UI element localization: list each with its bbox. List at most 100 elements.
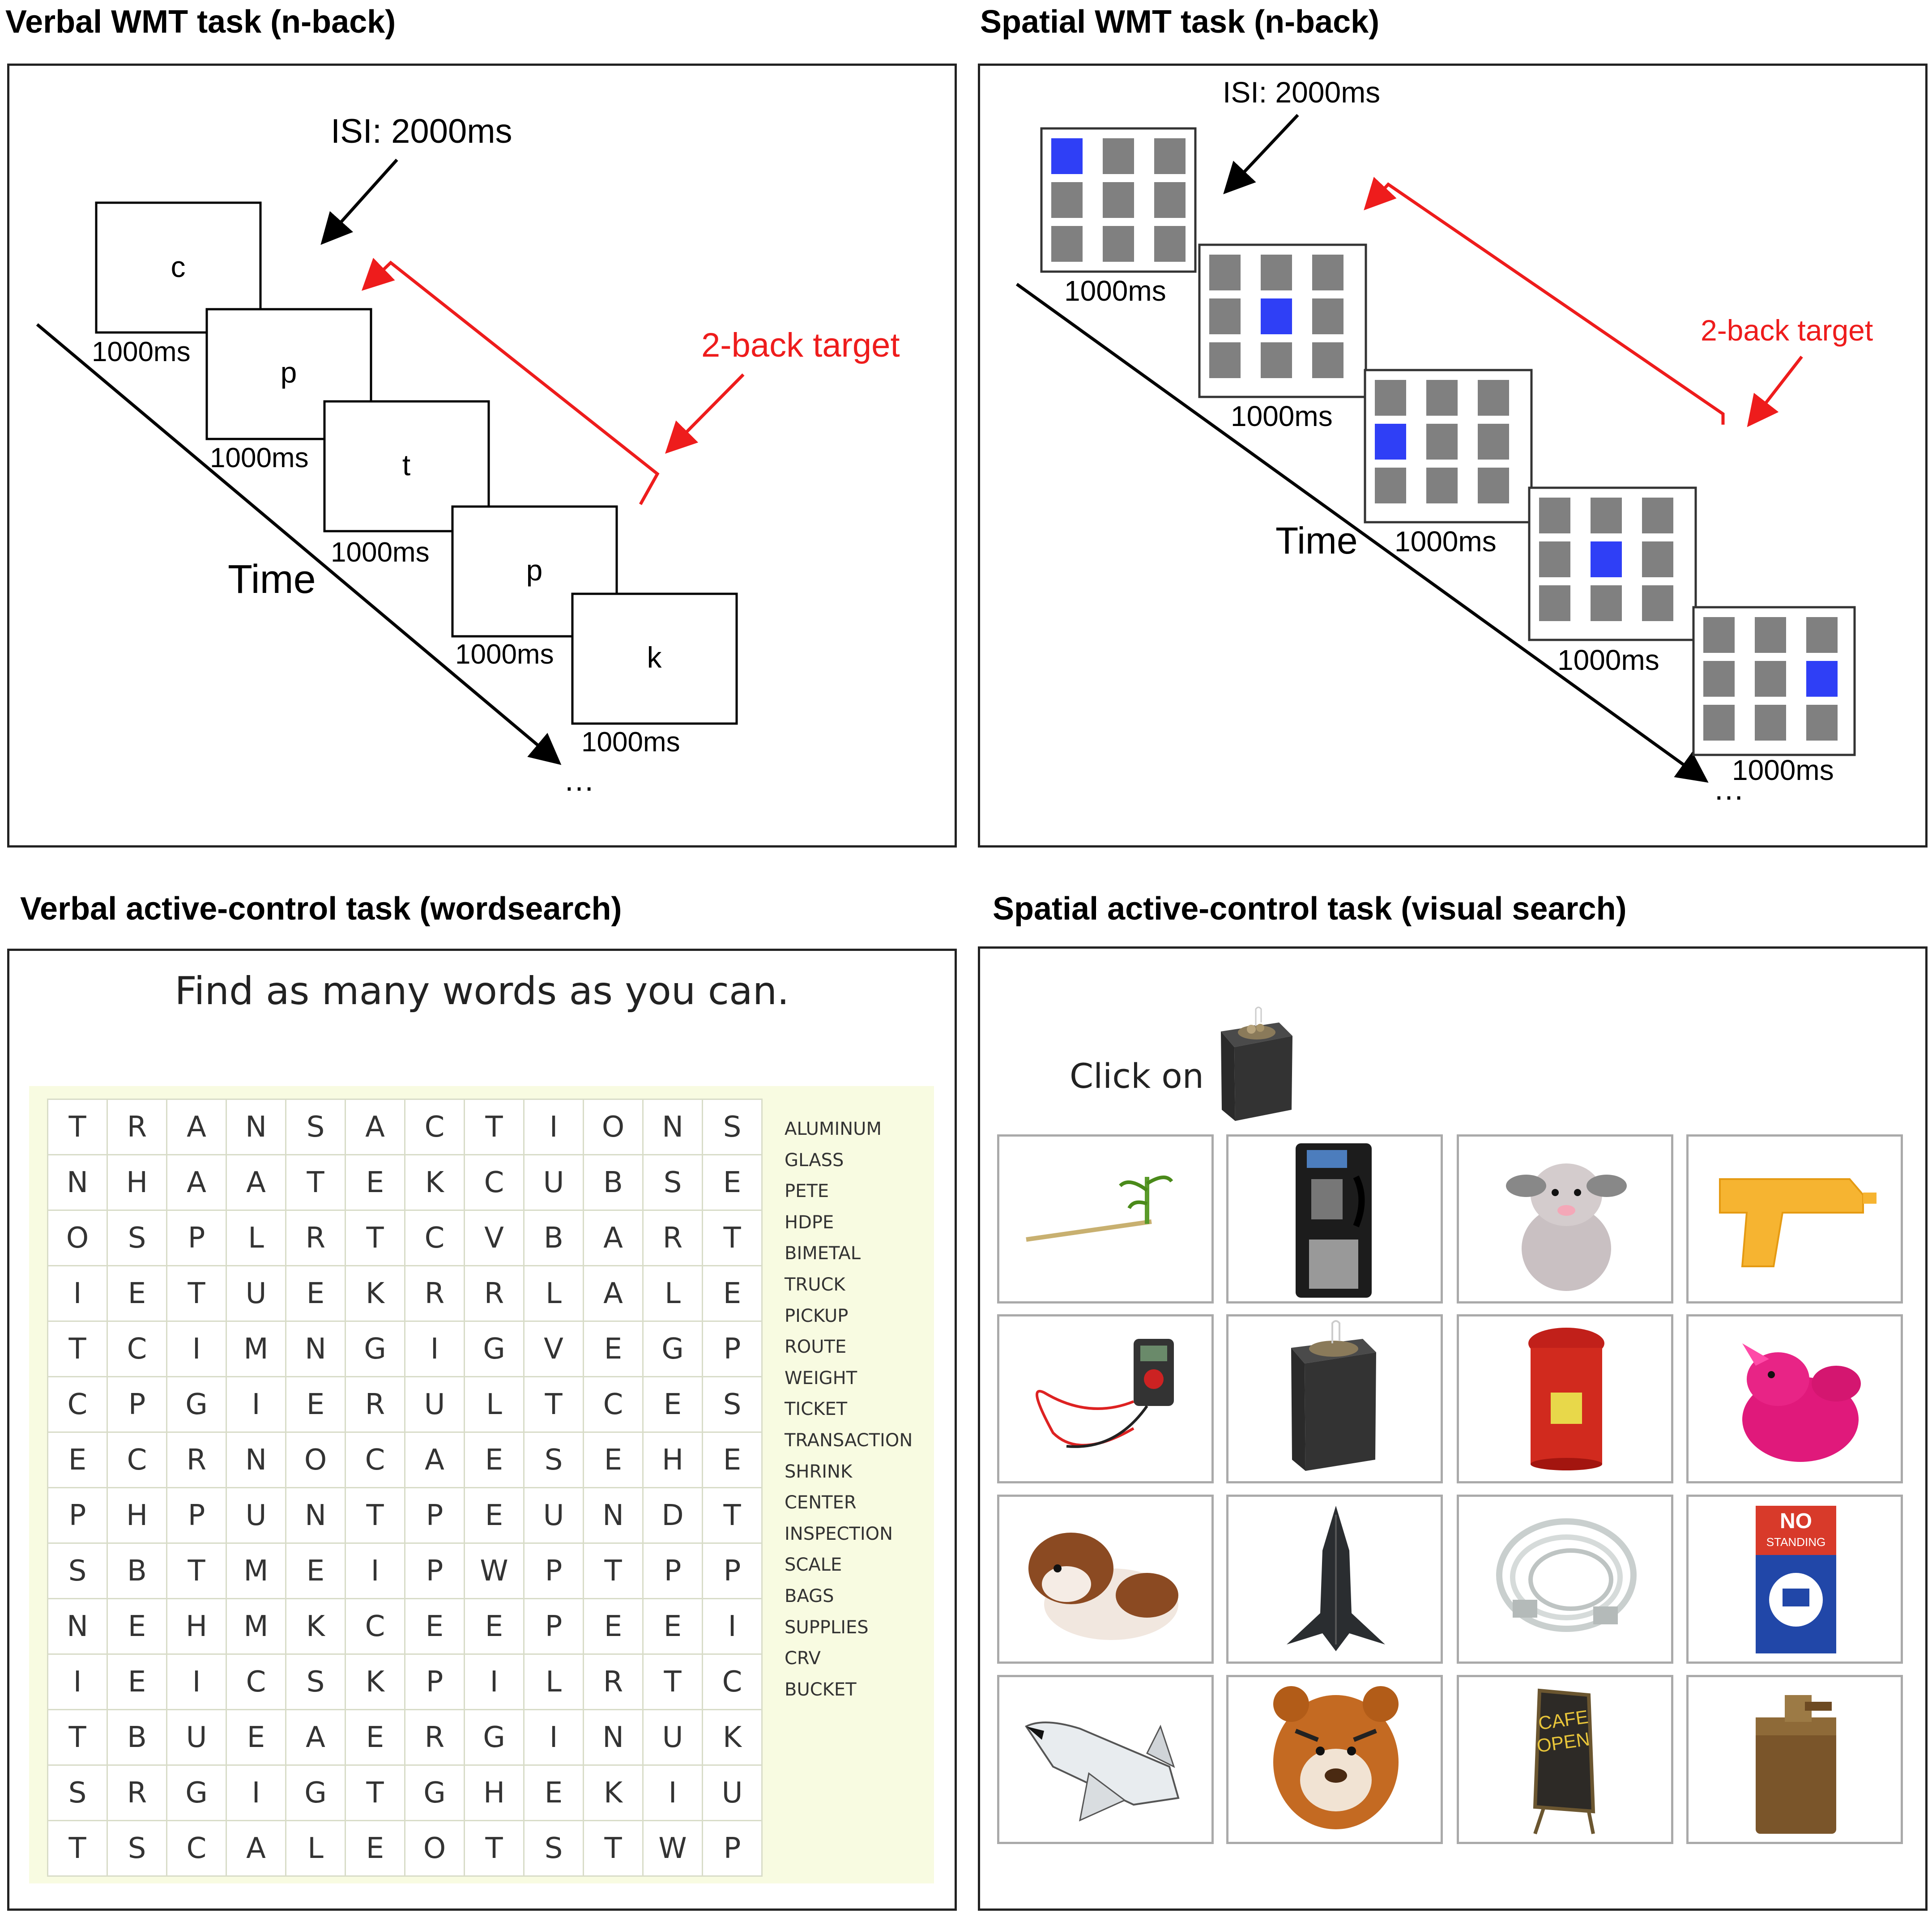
grid-letter[interactable]: R (108, 1100, 167, 1155)
grid-letter[interactable]: K (584, 1766, 644, 1821)
grid-letter[interactable]: U (644, 1710, 703, 1766)
grid-letter[interactable]: E (346, 1155, 405, 1211)
grid-letter[interactable]: V (465, 1211, 525, 1266)
grid-letter[interactable]: V (525, 1322, 584, 1377)
grid-letter[interactable]: N (286, 1488, 346, 1544)
grid-letter[interactable]: S (48, 1766, 108, 1821)
grid-letter[interactable]: T (48, 1100, 108, 1155)
grid-letter[interactable]: N (227, 1433, 286, 1488)
grid-letter[interactable]: N (584, 1488, 644, 1544)
search-item-tile[interactable] (1457, 1134, 1673, 1304)
grid-letter[interactable]: T (286, 1155, 346, 1211)
grid-letter[interactable]: R (584, 1655, 644, 1710)
grid-letter[interactable]: E (48, 1433, 108, 1488)
grid-letter[interactable]: U (703, 1766, 763, 1821)
grid-letter[interactable]: S (108, 1821, 167, 1877)
grid-letter[interactable]: M (227, 1599, 286, 1655)
grid-letter[interactable]: R (108, 1766, 167, 1821)
grid-letter[interactable]: E (644, 1377, 703, 1433)
grid-letter[interactable]: I (465, 1655, 525, 1710)
grid-letter[interactable]: E (346, 1821, 405, 1877)
grid-letter[interactable]: D (644, 1488, 703, 1544)
grid-letter[interactable]: P (167, 1488, 227, 1544)
grid-letter[interactable]: A (286, 1710, 346, 1766)
grid-letter[interactable]: L (286, 1821, 346, 1877)
grid-letter[interactable]: C (346, 1433, 405, 1488)
grid-letter[interactable]: A (227, 1155, 286, 1211)
grid-letter[interactable]: C (108, 1433, 167, 1488)
search-item-tile[interactable] (1686, 1314, 1903, 1483)
search-item-tile[interactable] (1226, 1675, 1443, 1844)
grid-letter[interactable]: E (227, 1710, 286, 1766)
grid-letter[interactable]: A (584, 1266, 644, 1322)
grid-letter[interactable]: S (525, 1433, 584, 1488)
grid-letter[interactable]: N (644, 1100, 703, 1155)
grid-letter[interactable]: C (108, 1322, 167, 1377)
grid-letter[interactable]: G (286, 1766, 346, 1821)
grid-letter[interactable]: E (703, 1155, 763, 1211)
grid-letter[interactable]: G (465, 1710, 525, 1766)
grid-letter[interactable]: K (703, 1710, 763, 1766)
grid-letter[interactable]: E (644, 1599, 703, 1655)
grid-letter[interactable]: E (584, 1322, 644, 1377)
grid-letter[interactable]: E (465, 1433, 525, 1488)
grid-letter[interactable]: G (167, 1377, 227, 1433)
grid-letter[interactable]: L (525, 1655, 584, 1710)
grid-letter[interactable]: I (525, 1710, 584, 1766)
grid-letter[interactable]: R (405, 1266, 465, 1322)
grid-letter[interactable]: B (108, 1544, 167, 1599)
grid-letter[interactable]: E (108, 1266, 167, 1322)
grid-letter[interactable]: P (644, 1544, 703, 1599)
grid-letter[interactable]: T (48, 1821, 108, 1877)
grid-letter[interactable]: M (227, 1322, 286, 1377)
grid-letter[interactable]: P (525, 1599, 584, 1655)
grid-letter[interactable]: C (465, 1155, 525, 1211)
grid-letter[interactable]: N (48, 1155, 108, 1211)
search-item-tile[interactable] (1686, 1134, 1903, 1304)
grid-letter[interactable]: H (644, 1433, 703, 1488)
grid-letter[interactable]: C (584, 1377, 644, 1433)
grid-letter[interactable]: I (227, 1377, 286, 1433)
grid-letter[interactable]: C (703, 1655, 763, 1710)
grid-letter[interactable]: U (227, 1488, 286, 1544)
grid-letter[interactable]: E (286, 1377, 346, 1433)
grid-letter[interactable]: E (525, 1766, 584, 1821)
grid-letter[interactable]: I (525, 1100, 584, 1155)
grid-letter[interactable]: P (703, 1821, 763, 1877)
grid-letter[interactable]: K (346, 1266, 405, 1322)
grid-letter[interactable]: H (465, 1766, 525, 1821)
grid-letter[interactable]: S (525, 1821, 584, 1877)
grid-letter[interactable]: I (48, 1266, 108, 1322)
grid-letter[interactable]: U (167, 1710, 227, 1766)
grid-letter[interactable]: E (108, 1599, 167, 1655)
grid-letter[interactable]: C (48, 1377, 108, 1433)
grid-letter[interactable]: T (48, 1322, 108, 1377)
grid-letter[interactable]: T (346, 1488, 405, 1544)
grid-letter[interactable]: N (286, 1322, 346, 1377)
grid-letter[interactable]: L (227, 1211, 286, 1266)
grid-letter[interactable]: P (167, 1211, 227, 1266)
grid-letter[interactable]: K (405, 1155, 465, 1211)
grid-letter[interactable]: E (703, 1266, 763, 1322)
grid-letter[interactable]: P (108, 1377, 167, 1433)
grid-letter[interactable]: H (167, 1599, 227, 1655)
grid-letter[interactable]: R (346, 1377, 405, 1433)
grid-letter[interactable]: T (525, 1377, 584, 1433)
grid-letter[interactable]: T (465, 1821, 525, 1877)
grid-letter[interactable]: E (405, 1599, 465, 1655)
grid-letter[interactable]: T (584, 1821, 644, 1877)
grid-letter[interactable]: A (167, 1155, 227, 1211)
grid-letter[interactable]: P (703, 1322, 763, 1377)
grid-letter[interactable]: E (286, 1266, 346, 1322)
grid-letter[interactable]: H (108, 1155, 167, 1211)
search-item-tile[interactable] (1457, 1314, 1673, 1483)
grid-letter[interactable]: L (644, 1266, 703, 1322)
grid-letter[interactable]: T (167, 1266, 227, 1322)
grid-letter[interactable]: I (227, 1766, 286, 1821)
grid-letter[interactable]: S (703, 1377, 763, 1433)
grid-letter[interactable]: S (703, 1100, 763, 1155)
search-item-tile[interactable] (1457, 1495, 1673, 1664)
grid-letter[interactable]: G (644, 1322, 703, 1377)
